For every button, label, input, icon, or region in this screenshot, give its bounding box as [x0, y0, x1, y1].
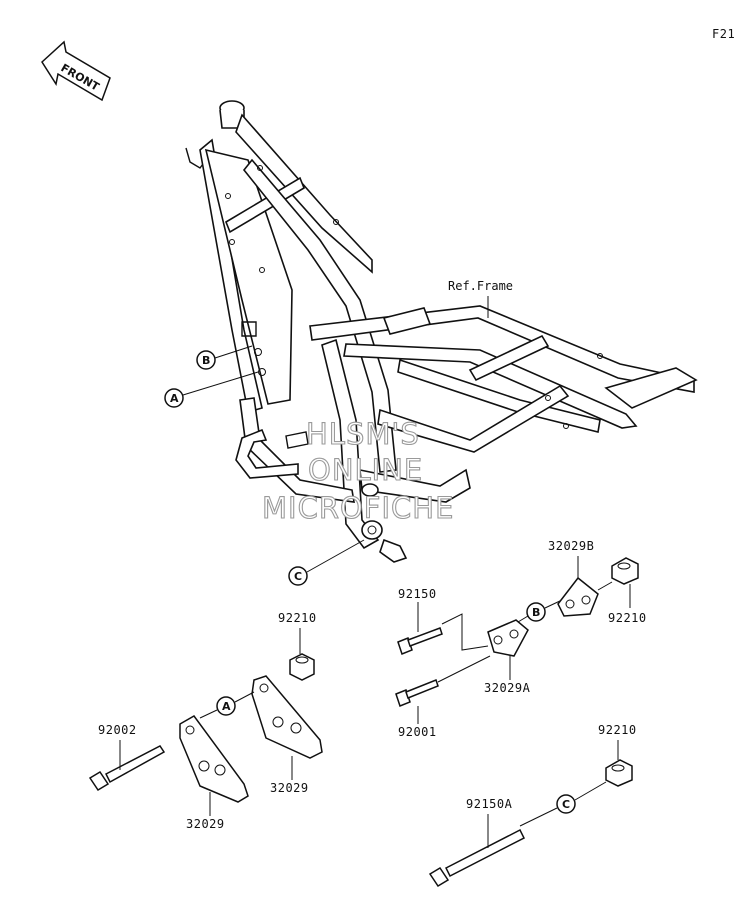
nut-92210-lower: [605, 759, 633, 787]
svg-text:C: C: [562, 798, 570, 811]
bolt-92002: [88, 745, 166, 792]
bracket-32029-lower: [179, 715, 249, 803]
label-92210-right: 92210: [608, 611, 647, 625]
bolt-92150A: [428, 828, 526, 888]
label-92210-lower: 92210: [598, 723, 637, 737]
callout-b-parts: B: [517, 599, 563, 623]
callout-c-frame: C: [288, 539, 365, 586]
bolt-92001: [395, 679, 439, 707]
watermark-line-2: ONLINE: [308, 453, 423, 487]
label-92150A: 92150A: [466, 797, 513, 811]
svg-text:C: C: [294, 570, 302, 583]
svg-text:A: A: [222, 700, 231, 713]
label-92150: 92150: [398, 587, 437, 601]
watermark-line-1: HLSM'S: [306, 417, 420, 451]
ref-frame-label: Ref.Frame: [448, 279, 513, 293]
bolt-92150: [397, 627, 443, 655]
bracket-32029A: [487, 619, 529, 657]
label-92002: 92002: [98, 723, 137, 737]
label-32029B: 32029B: [548, 539, 594, 553]
watermark: HLSM'S ONLINE MICROFICHE: [261, 416, 454, 525]
page-code: F21: [712, 27, 735, 41]
front-arrow-icon: FRONT: [41, 40, 111, 102]
motorcycle-frame: [185, 100, 698, 563]
label-32029-lower: 32029: [186, 817, 225, 831]
svg-text:B: B: [532, 606, 540, 619]
callout-a-parts: A: [199, 691, 255, 719]
bracket-32029B: [557, 576, 599, 617]
callout-a-frame: A: [164, 371, 259, 408]
svg-text:A: A: [170, 392, 179, 405]
label-92210-left: 92210: [278, 611, 317, 625]
callout-c-parts: C: [519, 781, 607, 827]
bracket-32029-upper: [251, 675, 323, 759]
label-92001: 92001: [398, 725, 437, 739]
label-32029-upper: 32029: [270, 781, 309, 795]
nut-92210-left: [289, 653, 315, 681]
label-32029A: 32029A: [484, 681, 531, 695]
watermark-line-3: MICROFICHE: [262, 491, 454, 525]
nut-92210-right: [611, 557, 639, 585]
svg-text:B: B: [202, 354, 210, 367]
callout-b-frame: B: [196, 345, 253, 370]
